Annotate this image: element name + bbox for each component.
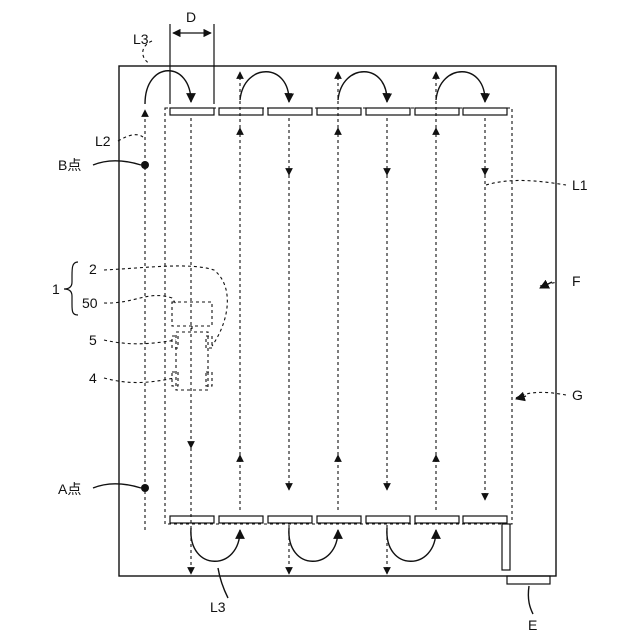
label-L2: L2 [95, 133, 111, 149]
label-E: E [528, 617, 537, 633]
vehicle-wheel [172, 336, 178, 348]
label-L1: L1 [572, 177, 588, 193]
point-B [141, 161, 149, 169]
label-A-point: A点 [58, 481, 81, 497]
vehicle-wheel [206, 372, 212, 386]
vehicle [172, 302, 212, 390]
vehicle-wheel [172, 372, 178, 386]
vehicle-body [176, 332, 208, 390]
base-E [507, 576, 550, 584]
turn-arcs-bottom [191, 528, 436, 561]
travel-lines [145, 72, 485, 574]
turn-arcs-top [145, 71, 485, 104]
label-G: G [572, 387, 583, 403]
label-5: 5 [89, 332, 97, 348]
field-arrow [540, 282, 552, 288]
label-F: F [572, 273, 581, 289]
label-1: 1 [52, 281, 60, 297]
corner-post [502, 524, 510, 570]
label-50: 50 [82, 295, 98, 311]
label-L3-bottom: L3 [210, 599, 226, 615]
point-A [141, 484, 149, 492]
dimension-D [170, 24, 214, 104]
leader-lines [93, 41, 566, 614]
brace-1 [64, 262, 78, 315]
vehicle-wheel [206, 336, 212, 348]
vehicle-front-unit [172, 302, 212, 326]
label-L3-top: L3 [133, 31, 149, 47]
label-2: 2 [89, 261, 97, 277]
bottom-row-markers [170, 516, 507, 523]
label-D: D [186, 9, 196, 25]
label-B-point: B点 [58, 157, 81, 173]
label-4: 4 [89, 370, 97, 386]
